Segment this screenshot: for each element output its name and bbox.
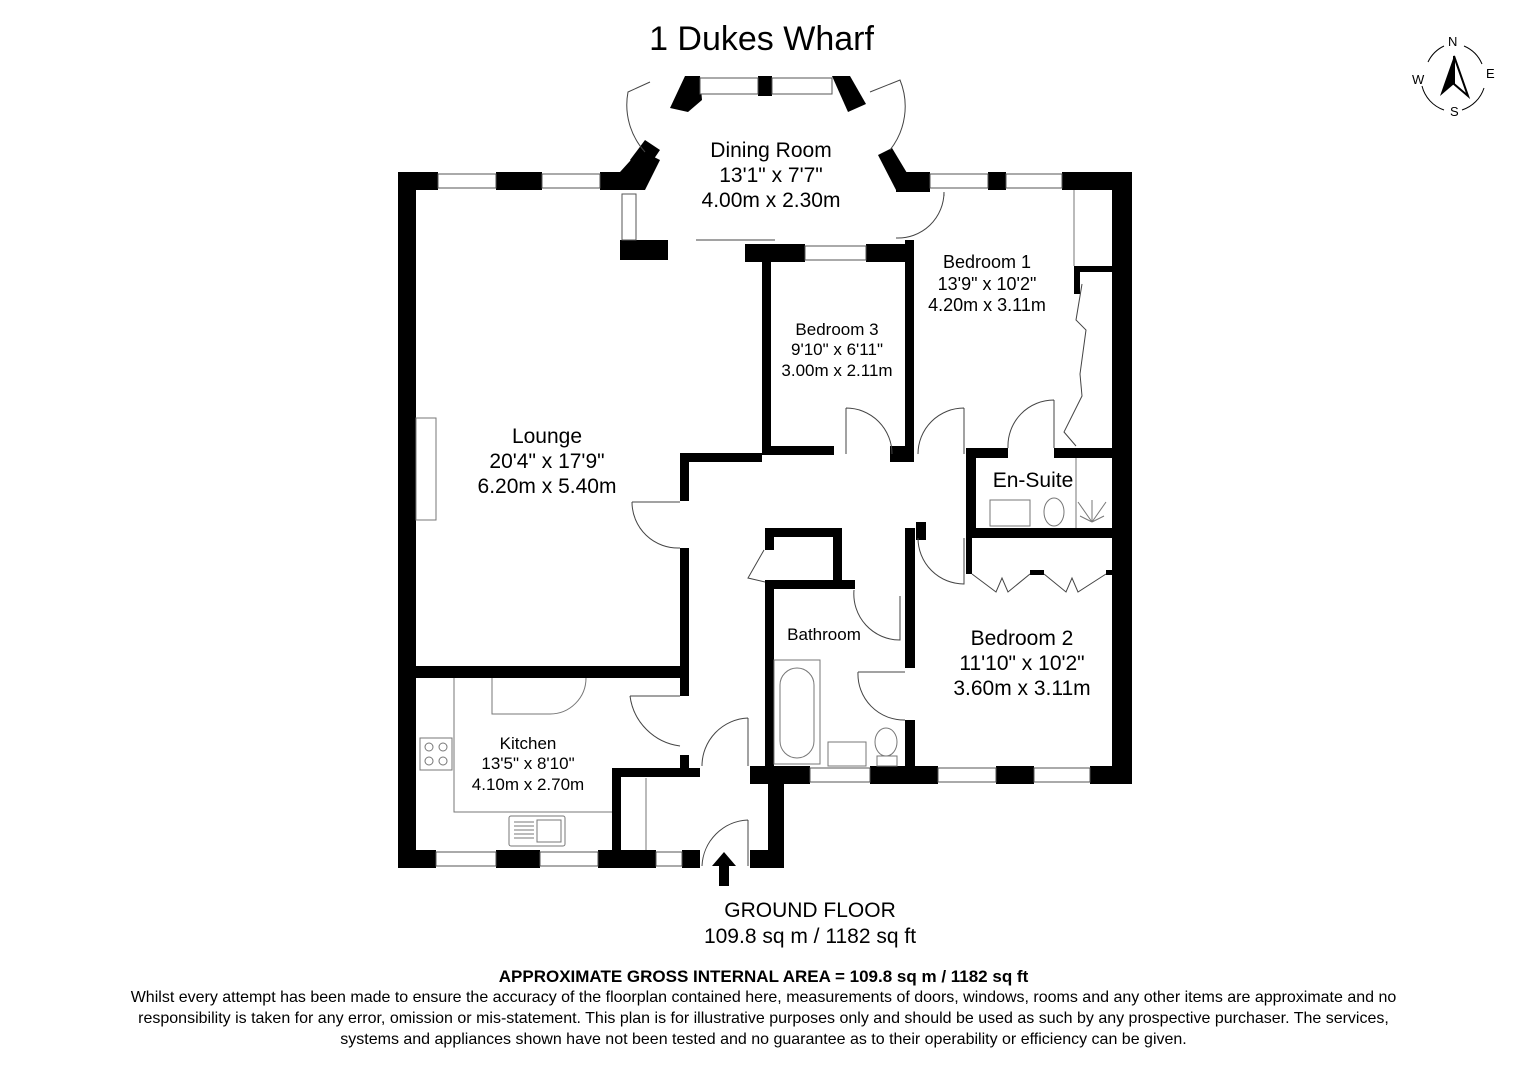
fixtures — [415, 190, 1107, 850]
bath-icon — [773, 659, 821, 765]
room-en-suite: En-Suite — [992, 469, 1074, 492]
gross-internal-area: APPROXIMATE GROSS INTERNAL AREA = 109.8 … — [498, 967, 1029, 986]
hob-icon — [419, 737, 453, 771]
room-lounge: Lounge 20'4" x 17'9" 6.20m x 5.40m — [477, 425, 617, 499]
room-bathroom: Bathroom — [787, 625, 861, 644]
room-dining-room: Dining Room 13'1" x 7'7" 4.00m x 2.30m — [701, 139, 841, 213]
compass-east-label: E — [1486, 66, 1495, 81]
room-bedroom-3: Bedroom 3 9'10" x 6'11" 3.00m x 2.11m — [781, 320, 893, 380]
floor-name: GROUND FLOOR — [724, 899, 896, 922]
walls — [398, 76, 1132, 886]
entrance-arrow-icon — [712, 852, 736, 886]
north-arrow-compass-icon: N E S W — [1400, 34, 1508, 124]
windows — [435, 77, 1091, 867]
compass-west-label: W — [1412, 72, 1425, 87]
room-bedroom-1: Bedroom 1 13'9" x 10'2" 4.20m x 3.11m — [928, 252, 1046, 316]
basin-icon — [827, 499, 1031, 767]
fireplace-icon — [415, 417, 437, 521]
doors — [626, 79, 1107, 867]
kitchen-sink-icon — [508, 815, 566, 847]
disclaimer-text: Whilst every attempt has been made to en… — [130, 989, 1397, 1048]
plan-title: 1 Dukes Wharf — [649, 20, 874, 58]
toilet-icon — [874, 497, 1065, 767]
shower-icon — [1075, 458, 1107, 528]
footer: APPROXIMATE GROSS INTERNAL AREA = 109.8 … — [0, 966, 1527, 1050]
compass-south-label: S — [1450, 104, 1459, 119]
room-kitchen: Kitchen 13'5" x 8'10" 4.10m x 2.70m — [471, 734, 585, 794]
floor-label: GROUND FLOOR 109.8 sq m / 1182 sq ft — [0, 898, 1527, 951]
compass-north-label: N — [1448, 34, 1458, 49]
floor-area: 109.8 sq m / 1182 sq ft — [703, 925, 917, 949]
room-bedroom-2: Bedroom 2 11'10" x 10'2" 3.60m x 3.11m — [953, 627, 1091, 701]
